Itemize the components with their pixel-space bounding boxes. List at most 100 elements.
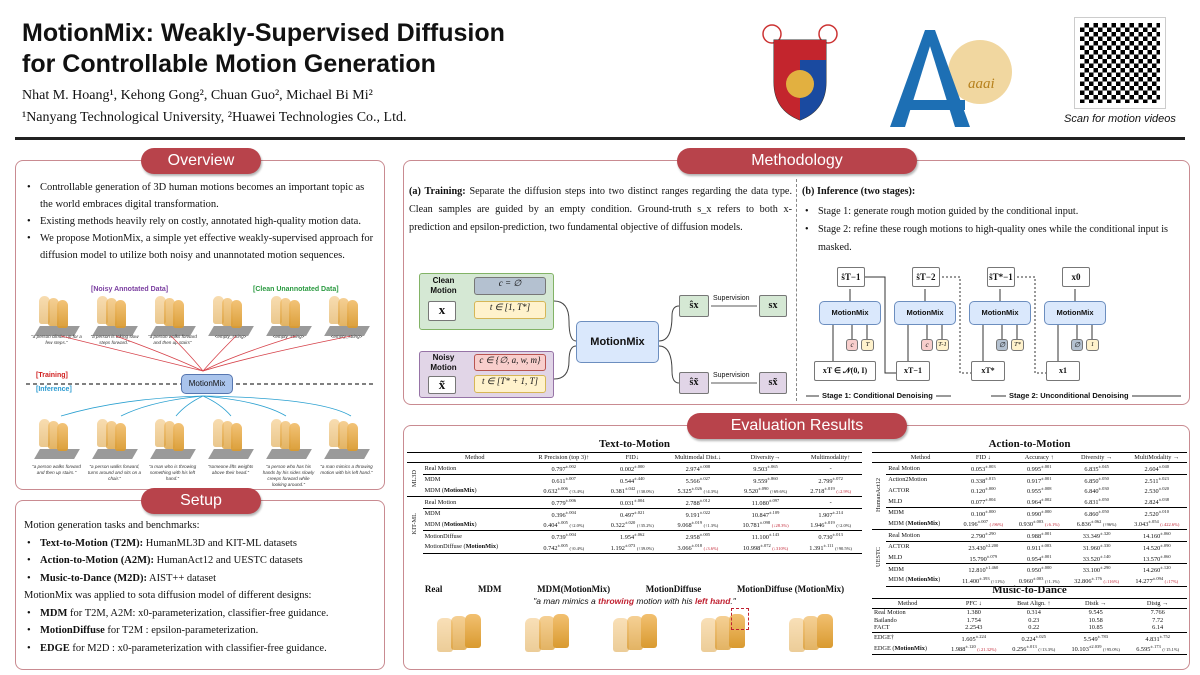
value-cell: 10.103±2.039 (↑95.0%) xyxy=(1063,643,1129,656)
column-header: Method xyxy=(872,598,944,609)
value: 31.960 xyxy=(1082,544,1101,552)
std-dev: ±.020 xyxy=(624,520,636,526)
value-cell: 10.998±.072 (↓310%) xyxy=(731,541,800,554)
motion-render xyxy=(701,608,761,662)
value: 0.196 xyxy=(963,521,978,529)
value-cell: 3.043±.054 (↓422.6%) xyxy=(1127,518,1187,529)
value: 0.22 xyxy=(1028,624,1040,632)
std-dev: ±.290 xyxy=(1100,565,1111,571)
std-dev: ±.001 xyxy=(1041,464,1052,469)
human-figure xyxy=(539,616,555,650)
value: 0.995 xyxy=(1026,466,1042,474)
method-name: EDGE† xyxy=(874,634,894,642)
std-dev: ±.860 xyxy=(767,475,778,481)
value-cell: 2.530±.020 xyxy=(1127,485,1187,496)
human-figure xyxy=(271,296,282,324)
value: 10.103 xyxy=(1071,646,1089,654)
timestep-chip: T-1 xyxy=(936,339,949,351)
std-dev: ±.090 xyxy=(1160,542,1171,548)
value-cell: 11.100±.143 xyxy=(731,530,800,542)
std-dev: ±.073 xyxy=(624,542,636,548)
value: 10.58 xyxy=(1088,616,1103,624)
std-dev: ±.013 xyxy=(1026,644,1037,650)
std-dev: ±.094 xyxy=(1152,575,1164,581)
column-header: Diversity→ xyxy=(731,452,800,463)
value: 0.797 xyxy=(551,466,566,474)
qr-caption: Scan for motion videos xyxy=(1064,113,1176,125)
relative-change: (↓3.6%) xyxy=(703,545,719,551)
method-name: Real Motion xyxy=(888,464,920,472)
human-figure xyxy=(701,618,717,652)
supervision-label: Supervision xyxy=(713,295,750,302)
human-figure xyxy=(106,421,117,449)
std-dev: ±.173 xyxy=(1150,644,1161,650)
std-dev: ±.030 xyxy=(1098,486,1109,492)
value-cell: 7.766 xyxy=(1128,609,1187,617)
model-list: MDM for T2M, A2M: x0-parameterization, c… xyxy=(24,605,379,658)
floor xyxy=(92,449,138,459)
human-figure xyxy=(525,618,541,652)
value: 2.824 xyxy=(1144,499,1159,507)
human-figure xyxy=(715,616,731,650)
qr-code[interactable] xyxy=(1074,17,1166,109)
std-dev: ±.015 xyxy=(985,475,996,481)
std-dev: ±.021 xyxy=(634,509,645,515)
value-cell: 5.549±.783 xyxy=(1063,631,1129,644)
std-dev: ±.079 xyxy=(986,553,998,559)
method-cell: ACTOR xyxy=(886,485,955,496)
value-cell: 14.277±.094 (↓17%) xyxy=(1126,574,1187,587)
value-cell: 0.404±.005 (↑2.0%) xyxy=(527,519,601,530)
std-dev: ±.120 xyxy=(965,644,976,650)
relative-change: (↑96%) xyxy=(1102,522,1117,528)
highlight-box xyxy=(731,608,749,630)
method-cell: Real Motion xyxy=(872,609,943,617)
value-cell: 1.954±.062 xyxy=(600,530,664,542)
value: 33.100 xyxy=(1082,567,1101,575)
value: 0.322 xyxy=(610,522,625,530)
dataset-label: UESTC xyxy=(872,529,887,587)
condition-chip: c xyxy=(921,339,933,351)
std-dev: ±2.200 xyxy=(985,542,999,548)
floor xyxy=(34,449,80,459)
std-dev: ±.000 xyxy=(985,508,996,514)
floor xyxy=(208,449,254,459)
value-cell: 15.790±.079 xyxy=(955,553,1012,564)
value-cell: 0.196±.007 (↓96%) xyxy=(955,518,1012,529)
motion-caption: "a person walks forward and then up stai… xyxy=(148,334,197,345)
value: 7.72 xyxy=(1152,616,1164,624)
affiliations: ¹Nanyang Technological University, ²Huaw… xyxy=(22,110,407,125)
value-cell: 0.497±.021 xyxy=(600,507,664,520)
column-header: Method xyxy=(422,452,527,463)
method-cell: Real Motion xyxy=(422,496,527,509)
std-dev: ±.000 xyxy=(1041,565,1052,571)
std-dev: ±.143 xyxy=(768,532,780,538)
value: 0.739 xyxy=(551,534,566,542)
human-figure xyxy=(347,300,358,328)
value: 0.779 xyxy=(551,500,566,508)
human-figure xyxy=(57,423,68,451)
human-figure xyxy=(641,614,657,648)
value-cell: 11.080±.097 xyxy=(731,496,800,509)
human-figure xyxy=(329,296,340,324)
human-figure xyxy=(213,419,224,447)
value: 0.632 xyxy=(543,488,558,496)
std-dev: ±.025 xyxy=(1035,633,1047,639)
value: 0.730 xyxy=(818,534,833,542)
condition-chip: c xyxy=(846,339,858,351)
column-header: FID↓ xyxy=(600,452,664,463)
method-name: MDM xyxy=(888,509,904,517)
value-cell: 0.739±.004 xyxy=(526,530,601,542)
value: 0.964 xyxy=(1026,499,1042,507)
value-cell: 33.349±.320 xyxy=(1066,529,1127,542)
std-dev: ±.109 xyxy=(769,509,780,515)
value-cell: 23.430±2.200 xyxy=(954,540,1012,553)
method-cell: MDM (MotionMix) xyxy=(886,518,955,529)
value: 11.080 xyxy=(751,500,769,508)
motion-caption: "a person climbs up for a few steps." xyxy=(31,334,82,345)
relative-change: (↓28.3%) xyxy=(771,523,789,529)
value-cell: 1.391±.111 (↑90.5%) xyxy=(799,541,862,554)
